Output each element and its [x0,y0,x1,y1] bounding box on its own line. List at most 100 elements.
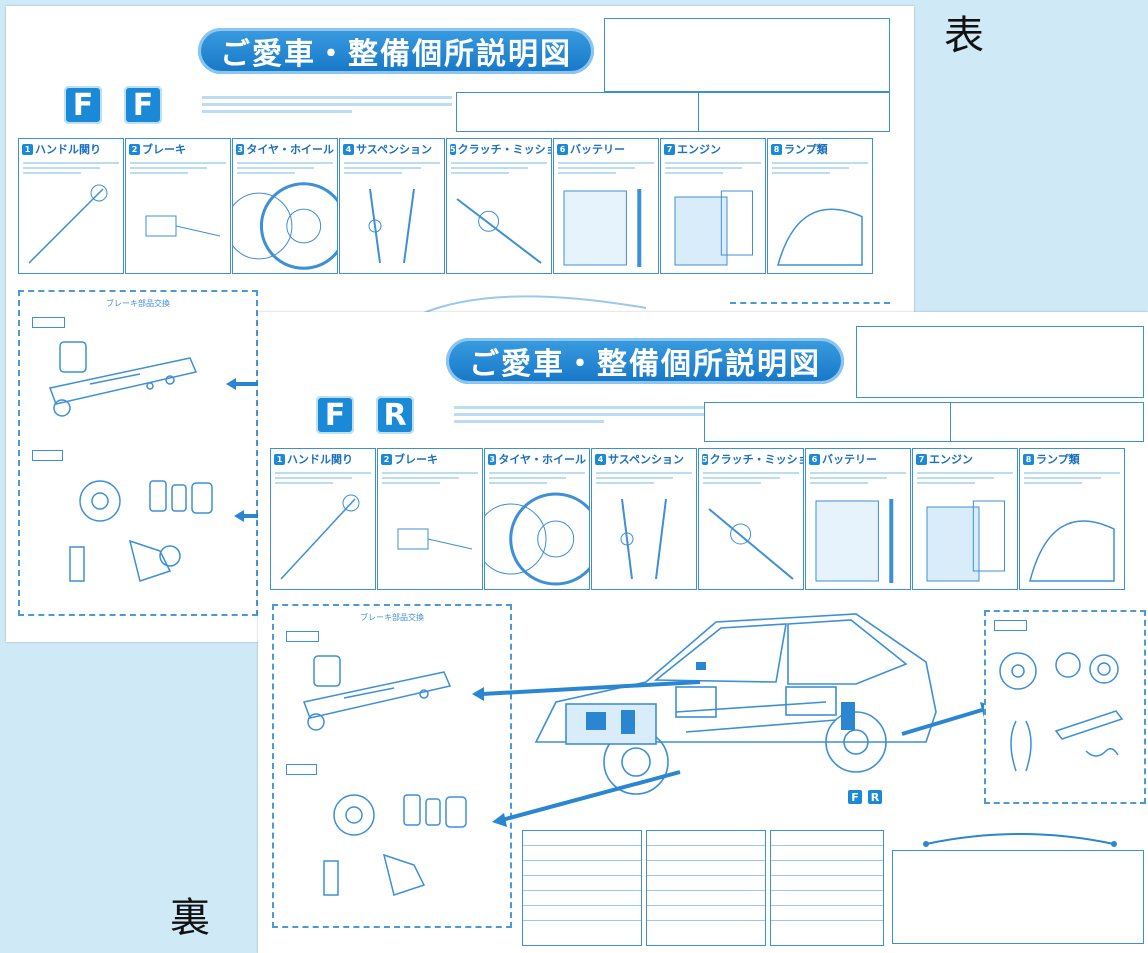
panel-illustration [926,500,1006,582]
panel-illustration [485,492,589,586]
panel-label: サスペンション [356,143,433,156]
panel-illustration [708,508,794,580]
panel-label: クラッチ・ミッション [709,453,803,466]
front-brake-panel: ブレーキ部品交換 [18,290,258,616]
notes-header-curve [923,833,1117,847]
car-cutaway-illustration [534,613,937,795]
master-cylinder-drawing [48,341,198,417]
panel-number: 6 [557,143,568,155]
panel-illustration [777,208,863,266]
panel-illustration [815,499,894,583]
panel-label: エンジン [677,143,721,156]
back-arrow-right [901,702,992,736]
front-title: ご愛車・整備個所説明図 [198,28,594,74]
panel-number: 8 [771,143,782,155]
drum-brake-panel [984,610,1146,804]
back-arrows [472,680,701,827]
maintenance-table-3 [770,830,884,946]
panel-illustration [280,494,360,580]
back-brake-panel: ブレーキ部品交換 [272,604,512,928]
back-title: ご愛車・整備個所説明図 [446,338,844,384]
front-badge-1: F [64,86,102,124]
panel-number: 4 [595,453,606,465]
back-name-box [704,402,952,442]
front-name-box [456,92,700,132]
drum-brake-tag [994,620,1027,631]
panel-number: 1 [274,453,285,465]
panel-illustration [145,215,221,237]
panel-label: バッテリー [822,453,877,466]
panel-label: サスペンション [608,453,685,466]
panel-label: ハンドル関り [287,453,353,466]
front-badge-2: F [124,86,162,124]
front-right-panel-edge [730,302,890,314]
front-side-label: 表 [944,13,984,59]
panel-label: ランプ類 [1036,453,1080,466]
panel-illustration [1029,520,1115,582]
panel-label: タイヤ・ホイール [246,143,334,156]
panel-number: 4 [343,143,354,155]
front-reg-box [698,92,890,132]
back-master-cylinder-tag [286,631,319,642]
disc-brake-drawing [69,480,213,582]
panel-label: バッテリー [570,143,625,156]
back-badge-2: R [376,396,414,434]
panel-illustration [620,498,667,580]
panel-label: ランプ類 [784,143,828,156]
panel-label: ブレーキ [142,143,186,156]
panel-illustration [563,189,642,267]
back-disc-brake-tag [286,764,317,775]
panel-number: 7 [916,453,927,465]
panel-number: 2 [381,453,392,465]
panel-number: 6 [809,453,820,465]
panel-illustration [233,182,337,270]
panel-number: 3 [488,453,497,465]
front-disc-brake-tag [32,450,63,461]
panel-label: エンジン [929,453,973,466]
panel-number: 5 [702,453,708,465]
panel-label: タイヤ・ホイール [498,453,586,466]
back-mini-badge-r: R [868,790,882,804]
back-master-cylinder-drawing [302,655,452,731]
front-master-cylinder-tag [32,317,65,328]
panel-label: ハンドル関り [35,143,101,156]
front-brake-panel-title: ブレーキ部品交換 [106,299,170,308]
panel-number: 2 [129,143,140,155]
drum-brake-drawing [999,652,1124,772]
panel-number: 1 [22,143,33,155]
back-intro-text [454,404,704,423]
back-disc-brake-drawing [323,794,467,896]
back-reg-box [950,402,1144,442]
back-mini-badge-f: F [848,790,862,804]
panel-number: 7 [664,143,675,155]
panel-number: 5 [450,143,456,155]
panel-label: ブレーキ [394,453,438,466]
panel-number: 3 [236,143,245,155]
front-car-roof-hint [420,295,647,315]
